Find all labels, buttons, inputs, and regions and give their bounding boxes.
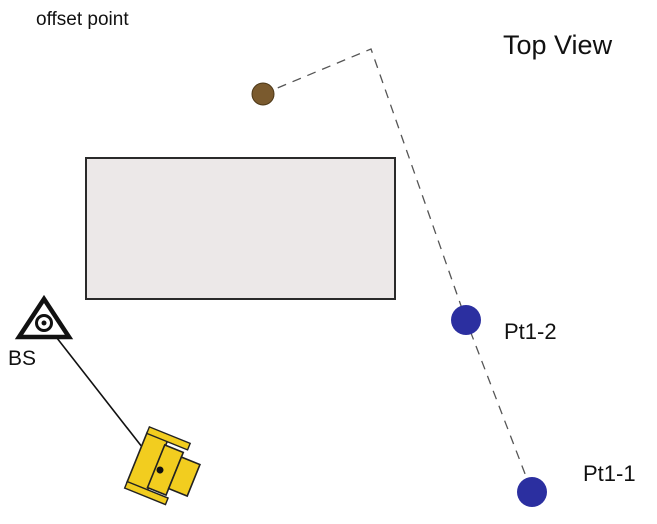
building-rectangle xyxy=(85,157,396,300)
point-1-2-label: Pt1-2 xyxy=(504,319,557,344)
backsight-label: BS xyxy=(8,347,37,370)
offset-point-label: offset point xyxy=(36,9,129,30)
total-station-icon xyxy=(123,425,201,506)
point-1-1-label: Pt1-1 xyxy=(583,461,636,486)
diagram-title: Top View xyxy=(503,30,613,60)
offset-point-dot xyxy=(251,82,275,106)
dashed-offset-line xyxy=(262,48,533,493)
point-1-1-dot xyxy=(517,477,547,507)
triangle-target-icon xyxy=(14,294,74,340)
point-1-2-dot xyxy=(451,305,481,335)
